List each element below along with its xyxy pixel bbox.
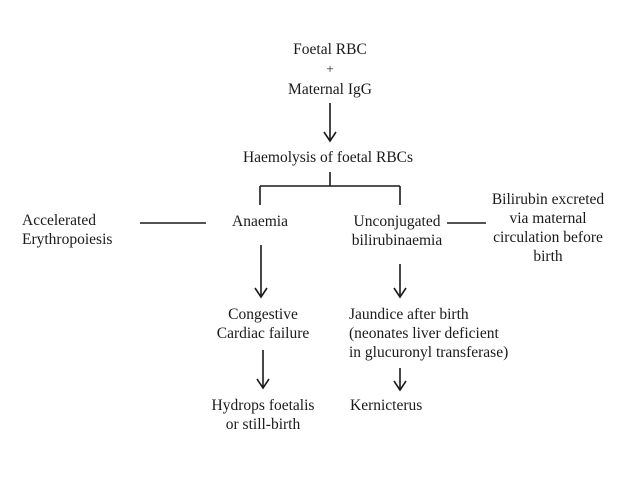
arrowhead-anaemia-to-congestive [254,287,268,299]
accelerated-label-2: Erythropoiesis [22,231,113,248]
node-anaemia: Anaemia [232,212,288,231]
hydrops-label-1: Hydrops foetalis [211,397,315,414]
node-kernicterus: Kernicterus [350,396,422,415]
jaundice-label-3: in glucuronyl transferase) [349,344,509,361]
unconjugated-label-1: Unconjugated [353,213,441,230]
congestive-label-1: Congestive [228,306,298,323]
arrowhead-unconjugated-to-jaundice [393,287,407,299]
unconjugated-label-2: bilirubinaemia [351,232,443,249]
node-hydrops-foetalis: Hydrops foetalis or still-birth [212,396,315,434]
arrowhead-congestive-to-hydrops [256,378,270,390]
jaundice-label-2: (neonates liver deficient [349,325,499,342]
bilirubin-label-4: birth [533,248,563,265]
bilirubin-label-2: via maternal [509,210,587,227]
congestive-label-2: Cardiac failure [216,325,310,342]
accelerated-label-1: Accelerated [22,212,96,229]
node-congestive-cardiac-failure: Congestive Cardiac failure [217,305,310,343]
node-jaundice-after-birth: Jaundice after birth (neonates liver def… [349,305,508,362]
node-bilirubin-excreted: Bilirubin excreted via maternal circulat… [492,190,604,266]
bilirubin-label-3: circulation before [493,229,603,246]
foetal-rbc-label: Foetal RBC [293,41,367,58]
arrowhead-igg-to-haemolysis [323,131,337,143]
plus-sign: + [326,61,334,76]
node-haemolysis: Haemolysis of foetal RBCs [243,148,413,167]
hydrops-label-2: or still-birth [225,416,301,433]
kernicterus-label: Kernicterus [350,397,423,414]
node-accelerated-erythropoiesis: Accelerated Erythropoiesis [22,211,112,249]
arrowhead-jaundice-to-kernicterus [393,380,407,392]
jaundice-label-1: Jaundice after birth [349,306,469,323]
bilirubin-label-1: Bilirubin excreted [491,191,605,208]
maternal-igg-label: Maternal IgG [288,81,372,98]
node-foetal-rbc-maternal-igg: Foetal RBC + Maternal IgG [288,40,372,99]
haemolysis-label: Haemolysis of foetal RBCs [242,149,414,166]
anaemia-label: Anaemia [232,213,288,230]
node-unconjugated-bilirubinaemia: Unconjugated bilirubinaemia [352,212,442,250]
